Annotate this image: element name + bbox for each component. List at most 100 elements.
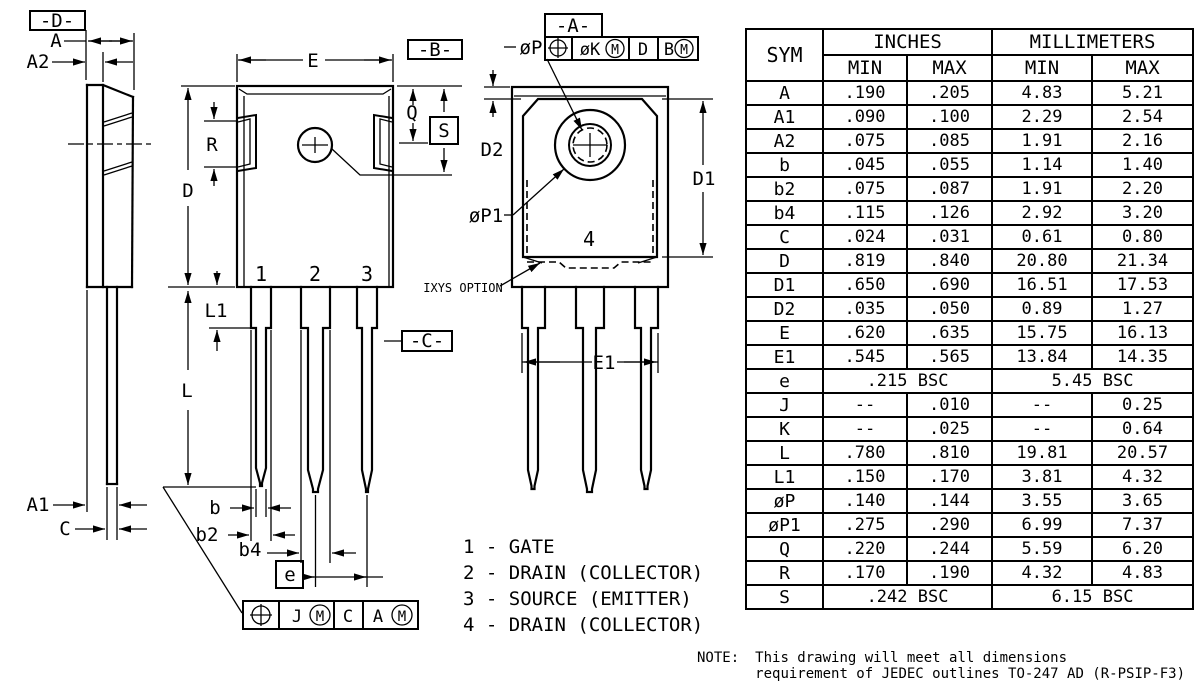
cell-in-min: .075: [822, 176, 908, 202]
fcf-bottom-datum2: A: [373, 607, 383, 627]
tab-hole-boss: [553, 108, 627, 182]
cell-sym: J: [745, 392, 824, 418]
dimension-table: SYM INCHES MILLIMETERS MIN MAX MIN MAX A…: [745, 28, 1195, 610]
feature-control-frame-hole: øK M D B M: [544, 36, 699, 61]
position-symbol-icon: [250, 604, 272, 626]
cell-in-max: .290: [905, 512, 994, 538]
cell-mm-max: 3.65: [1091, 488, 1195, 514]
front-view: E -B- Q S R D 1 2 3: [162, 39, 463, 630]
datum-d-box: [29, 10, 86, 31]
cell-mm-max: 16.13: [1091, 320, 1195, 346]
cell-mm-max: 4.83: [1091, 560, 1195, 586]
table-header-row: MIN MAX MIN MAX: [746, 54, 1195, 82]
legend-item: 1 - GATE: [463, 536, 555, 558]
cell-mm-min: 4.83: [991, 80, 1094, 106]
fcf-bottom-mod: M: [316, 609, 324, 625]
dim-phi-p1-label: øP1: [469, 205, 503, 227]
ixys-option-outline: [527, 261, 653, 269]
cell-sym: b2: [745, 176, 824, 202]
cell-in-min: .780: [822, 440, 908, 466]
cell-in-min: .170: [822, 560, 908, 586]
cell-mm-min: 0.89: [991, 296, 1094, 322]
cell-mm-max: 0.64: [1091, 416, 1195, 442]
dim-a2-label: A2: [27, 51, 50, 73]
cell-in-span: .215 BSC: [821, 368, 994, 394]
dim-e-pitch-label: e: [284, 564, 295, 586]
legend-item: 2 - DRAIN (COLLECTOR): [463, 562, 703, 584]
cell-sym: øP1: [745, 512, 824, 538]
cell-mm-max: 7.37: [1091, 512, 1195, 538]
dim-phi-p-label: øP: [520, 37, 543, 59]
cell-in-max: .205: [905, 80, 994, 106]
fcf-top-mod: M: [611, 43, 619, 58]
fcf-bottom-mod2: M: [398, 609, 406, 625]
mmc-circle-icon: [674, 38, 694, 59]
dim-c-label: C: [59, 518, 70, 540]
cell-in-max: .085: [905, 128, 994, 154]
mounting-hole: [296, 126, 334, 164]
cell-in-max: .126: [905, 200, 994, 226]
cell-in-min: .140: [822, 488, 908, 514]
cell-sym: A1: [745, 104, 824, 130]
cell-in-max: .025: [905, 416, 994, 442]
cell-mm-min: 13.84: [991, 344, 1094, 370]
col-in-max: MAX: [905, 54, 994, 82]
note-line-2: requirement of JEDEC outlines TO-247 AD …: [755, 666, 1186, 682]
cell-mm-span: 5.45 BSC: [991, 368, 1195, 394]
datum-d-label: -D-: [40, 10, 74, 32]
dim-l-label: L: [181, 380, 192, 402]
package-drawing: -D- A A2 A1: [27, 10, 715, 636]
cell-in-min: .220: [822, 536, 908, 562]
col-mm-max: MAX: [1091, 54, 1195, 82]
cell-in-max: .170: [905, 464, 994, 490]
dim-e1-label: E1: [593, 352, 616, 374]
cell-mm-max: 6.20: [1091, 536, 1195, 562]
pin-legend: 1 - GATE 2 - DRAIN (COLLECTOR) 3 - SOURC…: [463, 536, 703, 636]
cell-in-min: .024: [822, 224, 908, 250]
dim-r-label: R: [206, 134, 218, 156]
cell-in-max: .635: [905, 320, 994, 346]
pin3-label: 3: [361, 262, 373, 286]
cell-mm-min: 1.14: [991, 152, 1094, 178]
note-line-1: This drawing will meet all dimensions: [755, 650, 1068, 666]
cell-mm-min: 16.51: [991, 272, 1094, 298]
cell-sym: C: [745, 224, 824, 250]
note-label: NOTE:: [697, 650, 740, 666]
cell-mm-min: 0.61: [991, 224, 1094, 250]
cell-sym: E: [745, 320, 824, 346]
dim-e-label: E: [307, 50, 318, 72]
cell-in-min: .275: [822, 512, 908, 538]
cell-mm-max: 2.20: [1091, 176, 1195, 202]
cell-mm-min: 5.59: [991, 536, 1094, 562]
cell-in-max: .087: [905, 176, 994, 202]
cell-sym: b: [745, 152, 824, 178]
dim-b4-label: b4: [239, 539, 262, 561]
cell-in-min: .045: [822, 152, 908, 178]
cell-in-min: --: [822, 416, 908, 442]
cell-mm-max: 17.53: [1091, 272, 1195, 298]
cell-sym: S: [745, 584, 824, 610]
cell-mm-min: 1.91: [991, 176, 1094, 202]
table-header-row: SYM INCHES MILLIMETERS: [745, 28, 1195, 82]
cell-in-min: .190: [822, 80, 908, 106]
rear-view: øP -A- øK M D B M D2: [423, 13, 715, 494]
cell-sym: Q: [745, 536, 824, 562]
fcf-top-mod2: M: [680, 43, 688, 58]
rear-lead-2: [574, 285, 606, 494]
feature-control-frame-leads: J M C A M: [162, 486, 419, 630]
note-text: This drawing will meet all dimensions re…: [755, 650, 1185, 682]
cell-in-min: .620: [822, 320, 908, 346]
